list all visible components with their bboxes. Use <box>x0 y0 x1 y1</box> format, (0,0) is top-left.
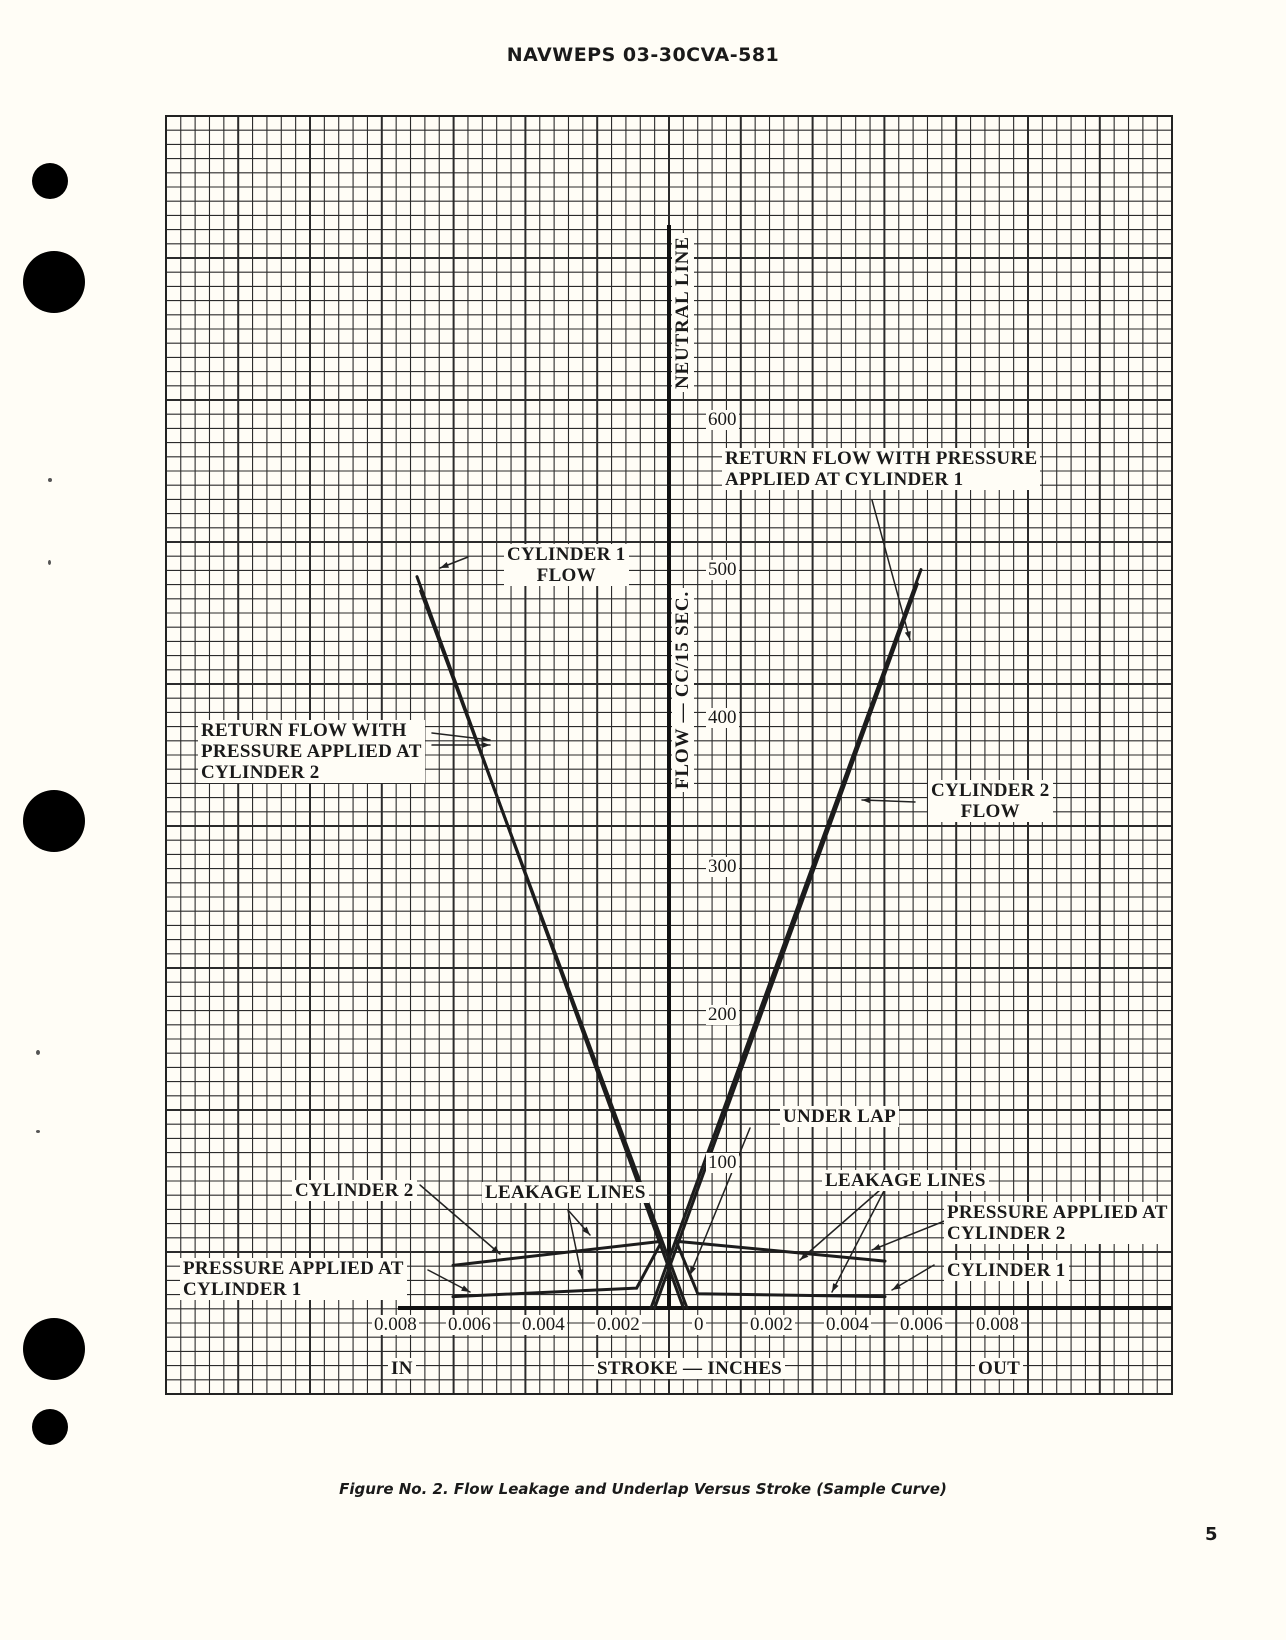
x-tick-out-0004: 0.004 <box>824 1314 871 1335</box>
arrowhead-icon <box>892 1283 901 1290</box>
direction-out-label: OUT <box>975 1358 1024 1379</box>
y-tick-300: 300 <box>706 856 739 877</box>
chart-grid <box>165 115 1173 1395</box>
arrowhead-icon <box>481 741 490 749</box>
annotation-leader-arrow <box>431 732 491 741</box>
annotation-return-flow-cyl1: RETURN FLOW WITH PRESSURE APPLIED AT CYL… <box>722 448 1041 490</box>
arrowhead-icon <box>440 562 449 568</box>
series-line <box>674 1239 887 1299</box>
arrowhead-icon <box>800 1252 809 1260</box>
arrowhead-icon <box>481 735 490 743</box>
annotation-leader-arrow <box>861 799 916 803</box>
annotation-pressure-applied-cyl1: PRESSURE APPLIED AT CYLINDER 1 <box>180 1258 407 1300</box>
x-tick-out-0002: 0.002 <box>748 1314 795 1335</box>
annotation-cylinder1-flow: CYLINDER 1 FLOW <box>504 544 629 586</box>
annotation-leader-arrow <box>419 1184 501 1255</box>
x-tick-in-0004: 0.004 <box>520 1314 567 1335</box>
annotation-leader-arrow <box>567 1209 583 1279</box>
series-line <box>451 1239 664 1267</box>
arrowhead-icon <box>582 1226 590 1235</box>
annotation-under-lap: UNDER LAP <box>780 1106 900 1127</box>
annotation-leakage-lines-left: LEAKAGE LINES <box>482 1182 649 1203</box>
chart-border <box>165 115 1173 1395</box>
arrowhead-icon <box>461 1285 470 1292</box>
y-tick-400: 400 <box>706 707 739 728</box>
binder-hole <box>23 1318 85 1380</box>
document-header: NAVWEPS 03-30CVA-581 <box>506 44 780 66</box>
x-tick-zero: 0 <box>692 1314 706 1335</box>
x-tick-in-0008: 0.008 <box>372 1314 419 1335</box>
arrowhead-icon <box>690 1266 697 1275</box>
figure-caption: Figure No. 2. Flow Leakage and Underlap … <box>339 1480 947 1498</box>
annotation-leader-arrow <box>689 1127 751 1276</box>
annotation-leader-arrow <box>871 499 911 641</box>
y-tick-500: 500 <box>706 559 739 580</box>
y-tick-600: 600 <box>706 409 739 430</box>
series-line <box>451 1239 664 1299</box>
neutral-line-label: NEUTRAL LINE <box>672 233 694 392</box>
annotation-cylinder2-left: CYLINDER 2 <box>292 1180 417 1201</box>
annotation-cylinder2-flow: CYLINDER 2 FLOW <box>928 780 1053 822</box>
y-axis-label: FLOW — CC/15 SEC. <box>672 588 694 792</box>
binder-hole <box>23 251 85 313</box>
arrowhead-icon <box>577 1269 584 1278</box>
page-number: 5 <box>1205 1524 1218 1545</box>
arrowhead-icon <box>904 631 911 640</box>
scan-speck <box>48 560 51 565</box>
annotation-leader-arrow <box>831 1182 889 1293</box>
series-line <box>653 582 919 1310</box>
scan-speck <box>48 478 52 482</box>
binder-hole <box>32 1409 68 1445</box>
annotation-return-flow-cyl2: RETURN FLOW WITH PRESSURE APPLIED AT CYL… <box>198 720 425 783</box>
x-tick-out-0008: 0.008 <box>974 1314 1021 1335</box>
annotation-leader-arrow <box>871 1217 953 1251</box>
annotation-leader-arrow <box>799 1182 889 1261</box>
x-tick-in-0002: 0.002 <box>595 1314 642 1335</box>
arrowhead-icon <box>872 1243 881 1250</box>
x-axis-label: STROKE — INCHES <box>594 1358 786 1379</box>
annotation-pressure-applied-cyl2: PRESSURE APPLIED AT CYLINDER 2 <box>944 1202 1171 1244</box>
arrowhead-icon <box>491 1246 500 1254</box>
scan-speck <box>36 1050 40 1055</box>
y-tick-100: 100 <box>706 1152 739 1173</box>
arrowhead-icon <box>862 797 871 804</box>
x-tick-out-0006: 0.006 <box>898 1314 945 1335</box>
direction-in-label: IN <box>388 1358 416 1379</box>
annotation-leakage-lines-right: LEAKAGE LINES <box>822 1170 989 1191</box>
binder-hole <box>32 163 68 199</box>
x-tick-in-0006: 0.006 <box>446 1314 493 1335</box>
binder-hole <box>23 790 85 852</box>
series-line <box>649 568 923 1310</box>
y-tick-200: 200 <box>706 1004 739 1025</box>
arrowhead-icon <box>832 1283 839 1292</box>
scan-speck <box>36 1130 40 1133</box>
annotation-cylinder1-right: CYLINDER 1 <box>944 1260 1069 1281</box>
